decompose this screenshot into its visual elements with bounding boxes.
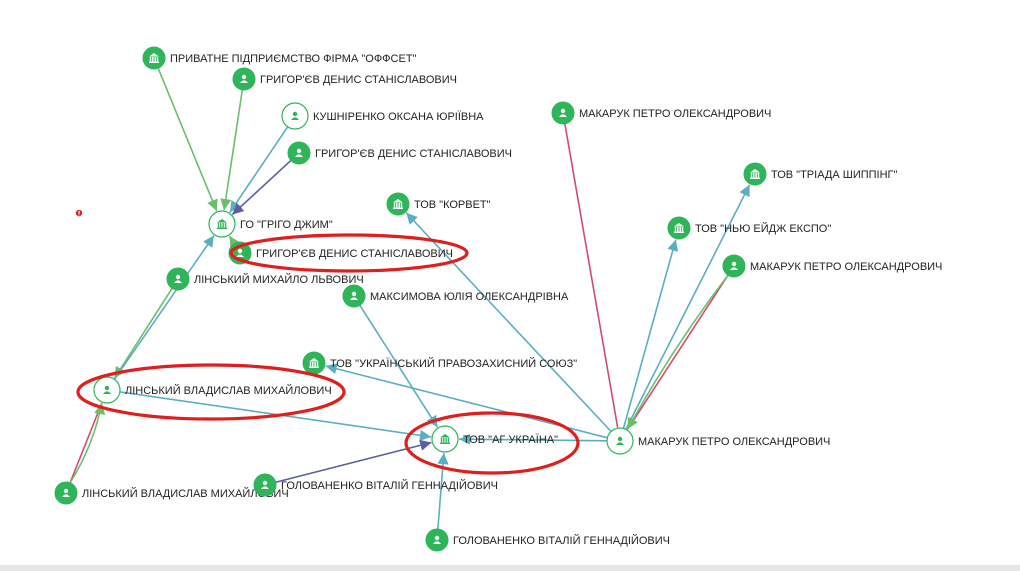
node-newage[interactable]: ТОВ "НЬЮ ЕЙДЖ ЕКСПО"	[667, 216, 831, 240]
edges-layer	[69, 67, 751, 530]
node-kushnirenko[interactable]: КУШНІРЕНКО ОКСАНА ЮРІЇВНА	[281, 102, 484, 130]
edge-grygoriev1-to-griho	[220, 89, 244, 211]
node-circle[interactable]	[142, 46, 166, 70]
node-grygoriev1[interactable]: ГРИГОР'ЄВ ДЕНИС СТАНІСЛАВОВИЧ	[232, 67, 457, 91]
highlight-ellipse-ag	[404, 411, 580, 475]
node-label: ТОВ "КОРВЕТ"	[414, 199, 491, 211]
node-label: МАКАРУК ПЕТРО ОЛЕКСАНДРОВИЧ	[750, 261, 942, 273]
node-label: ТОВ "НЬЮ ЕЙДЖ ЕКСПО"	[695, 222, 831, 235]
node-circle[interactable]	[302, 351, 326, 375]
node-korvet[interactable]: ТОВ "КОРВЕТ"	[386, 192, 491, 216]
edge-grygoriev3-to-griho	[228, 235, 241, 249]
node-label: ГОЛОВАНЕНКО ВІТАЛІЙ ГЕННАДІЙОВИЧ	[281, 479, 498, 492]
building-icon	[440, 434, 450, 444]
node-ag[interactable]: ТОВ "АГ УКРАЇНА"	[431, 425, 558, 453]
error-marker-icon	[75, 209, 83, 217]
node-label: ГО "ГРІГО ДЖИМ"	[240, 219, 333, 231]
node-linsky_m[interactable]: ЛІНСЬКИЙ МИХАЙЛО ЛЬВОВИЧ	[166, 267, 364, 291]
edge-makaruk1-to-makaruk_hub	[564, 123, 619, 428]
edge-makaruk_hub-to-triada	[625, 184, 751, 430]
node-grygoriev2[interactable]: ГРИГОР'ЄВ ДЕНИС СТАНІСЛАВОВИЧ	[287, 141, 512, 165]
node-label: ТОВ "УКРАЇНСЬКИЙ ПРАВОЗАХИСНИЙ СОЮЗ"	[330, 357, 577, 370]
edge-linsky_v2-to-linsky_v1	[69, 402, 103, 484]
node-label: ГРИГОР'ЄВ ДЕНИС СТАНІСЛАВОВИЧ	[256, 248, 453, 260]
building-icon	[674, 223, 684, 233]
node-grygoriev3[interactable]: ГРИГОР'ЄВ ДЕНИС СТАНІСЛАВОВИЧ	[228, 241, 453, 265]
person-icon	[559, 108, 567, 117]
building-icon	[309, 358, 319, 368]
edge-kushnirenko-to-griho	[229, 126, 289, 213]
node-upz[interactable]: ТОВ "УКРАЇНСЬКИЙ ПРАВОЗАХИСНИЙ СОЮЗ"	[302, 351, 577, 375]
node-holovanenko1[interactable]: ГОЛОВАНЕНКО ВІТАЛІЙ ГЕННАДІЙОВИЧ	[253, 473, 498, 497]
node-circle[interactable]	[667, 216, 691, 240]
highlight-layer	[76, 233, 580, 475]
node-label: КУШНІРЕНКО ОКСАНА ЮРІЇВНА	[313, 111, 484, 123]
node-label: ГРИГОР'ЄВ ДЕНИС СТАНІСЛАВОВИЧ	[315, 148, 512, 160]
node-label: МАКАРУК ПЕТРО ОЛЕКСАНДРОВИЧ	[638, 436, 830, 448]
edge-makaruk_hub-to-korvet	[405, 212, 612, 433]
edge-linsky_v1-to-griho	[113, 235, 215, 380]
edge-makaruk2-to-makaruk_hub	[626, 274, 729, 430]
node-label: МАКАРУК ПЕТРО ОЛЕКСАНДРОВИЧ	[579, 108, 771, 120]
edge-holovanenko1-to-ag	[275, 439, 432, 484]
node-label: ГРИГОР'ЄВ ДЕНИС СТАНІСЛАВОВИЧ	[260, 74, 457, 86]
person-icon	[103, 385, 111, 394]
node-circle[interactable]	[743, 162, 767, 186]
node-label: ЛІНСЬКИЙ ВЛАДИСЛАВ МИХАЙЛОВИЧ	[125, 384, 332, 397]
person-icon	[240, 74, 248, 83]
node-label: ЛІНСЬКИЙ МИХАЙЛО ЛЬВОВИЧ	[194, 273, 364, 286]
nodes-layer: ПРИВАТНЕ ПІДПРИЄМСТВО ФІРМА "ОФФСЕТ" ГРИГ…	[54, 46, 942, 552]
node-linsky_v2[interactable]: ЛІНСЬКИЙ ВЛАДИСЛАВ МИХАЙЛОВИЧ	[54, 481, 289, 505]
person-icon	[261, 480, 269, 489]
node-label: ПРИВАТНЕ ПІДПРИЄМСТВО ФІРМА "ОФФСЕТ"	[170, 53, 417, 65]
node-griho[interactable]: ГО "ГРІГО ДЖИМ"	[208, 210, 333, 238]
person-icon	[616, 436, 624, 445]
person-icon	[236, 248, 244, 257]
node-label: МАКСИМОВА ЮЛІЯ ОЛЕКСАНДРІВНА	[370, 291, 569, 303]
node-holovanenko2[interactable]: ГОЛОВАНЕНКО ВІТАЛІЙ ГЕННАДІЙОВИЧ	[425, 528, 670, 552]
node-label: ГОЛОВАНЕНКО ВІТАЛІЙ ГЕННАДІЙОВИЧ	[453, 534, 670, 547]
node-linsky_v1[interactable]: ЛІНСЬКИЙ ВЛАДИСЛАВ МИХАЙЛОВИЧ	[93, 376, 332, 404]
person-icon	[62, 488, 70, 497]
edge-holovanenko2-to-ag	[437, 452, 449, 530]
node-makaruk2[interactable]: МАКАРУК ПЕТРО ОЛЕКСАНДРОВИЧ	[722, 254, 942, 278]
person-icon	[730, 261, 738, 270]
node-maksymova[interactable]: МАКСИМОВА ЮЛІЯ ОЛЕКСАНДРІВНА	[342, 284, 569, 308]
node-makaruk_hub[interactable]: МАКАРУК ПЕТРО ОЛЕКСАНДРОВИЧ	[606, 427, 830, 455]
node-label: ТОВ "ТРІАДА ШИППІНГ"	[771, 169, 897, 181]
person-icon	[291, 111, 299, 120]
edge-offset-to-griho	[157, 67, 218, 212]
building-icon	[393, 199, 403, 209]
node-label: ЛІНСЬКИЙ ВЛАДИСЛАВ МИХАЙЛОВИЧ	[82, 487, 289, 500]
person-icon	[350, 291, 358, 300]
edge-makaruk_hub-to-ag	[458, 433, 608, 445]
person-icon	[174, 274, 182, 283]
node-offset[interactable]: ПРИВАТНЕ ПІДПРИЄМСТВО ФІРМА "ОФФСЕТ"	[142, 46, 417, 70]
node-circle[interactable]	[208, 210, 236, 238]
person-icon	[433, 535, 441, 544]
node-makaruk1[interactable]: МАКАРУК ПЕТРО ОЛЕКСАНДРОВИЧ	[551, 101, 771, 125]
edge-maksymova-to-ag	[359, 304, 439, 428]
node-circle[interactable]	[431, 425, 459, 453]
person-icon	[295, 148, 303, 157]
edge-makaruk_hub-to-newage	[622, 239, 679, 429]
edge-linsky_m-to-linsky_v1	[113, 287, 173, 379]
edge-makaruk2-to-makaruk_hub	[626, 274, 729, 430]
node-label: ТОВ "АГ УКРАЇНА"	[463, 434, 558, 446]
building-icon	[217, 219, 227, 229]
node-triada[interactable]: ТОВ "ТРІАДА ШИППІНГ"	[743, 162, 897, 186]
highlight-ellipse-linsky_v1	[76, 363, 346, 421]
highlight-ellipse-grygoriev3	[229, 233, 469, 273]
edge-grygoriev2-to-griho	[231, 159, 292, 216]
horizontal-scrollbar[interactable]	[0, 565, 1020, 571]
edge-linsky_v2-to-linsky_v1	[69, 402, 106, 484]
building-icon	[750, 169, 760, 179]
building-icon	[149, 53, 159, 63]
node-circle[interactable]	[386, 192, 410, 216]
